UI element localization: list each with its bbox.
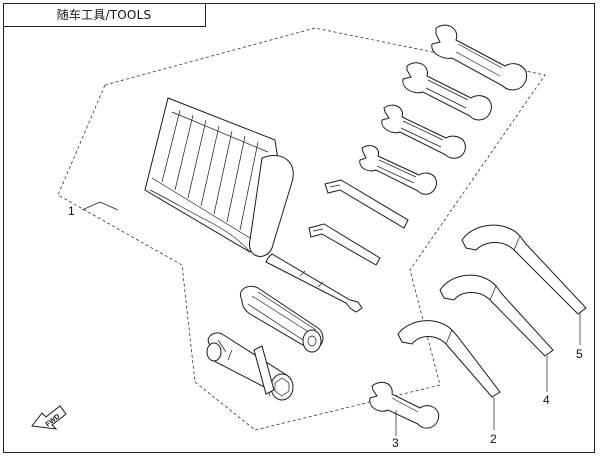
- spark-plug-socket-icon: [206, 332, 294, 401]
- diagram-title: 随车工具/TOOLS: [56, 8, 152, 22]
- hook-spanner-icon: [439, 274, 554, 357]
- screwdriver-icon: [240, 285, 324, 353]
- open-end-wrench-icon: [381, 104, 466, 159]
- tool-roll-pouch-icon: [144, 97, 294, 257]
- open-end-wrench-icon: [359, 145, 437, 195]
- hex-key-icon: [324, 179, 409, 229]
- screwdriver-icon: [265, 253, 363, 313]
- leader-line-1: [81, 201, 119, 211]
- callout-5: 5: [576, 347, 583, 361]
- tool-kit-group-boundary: [57, 27, 546, 431]
- callout-3: 3: [392, 436, 399, 450]
- hex-key-icon: [308, 223, 381, 266]
- hook-spanner-icon: [397, 320, 501, 398]
- open-end-wrench-icon: [369, 381, 440, 429]
- title-box: 随车工具/TOOLS: [3, 3, 206, 27]
- callout-2: 2: [490, 432, 497, 446]
- hook-spanner-icon: [461, 224, 587, 315]
- diagram-frame: [3, 3, 595, 453]
- forward-arrow-icon: FWD: [31, 405, 67, 430]
- open-end-wrench-icon: [431, 24, 528, 91]
- callout-1: 1: [68, 204, 75, 218]
- callout-4: 4: [543, 393, 550, 407]
- open-end-wrench-icon: [402, 62, 492, 121]
